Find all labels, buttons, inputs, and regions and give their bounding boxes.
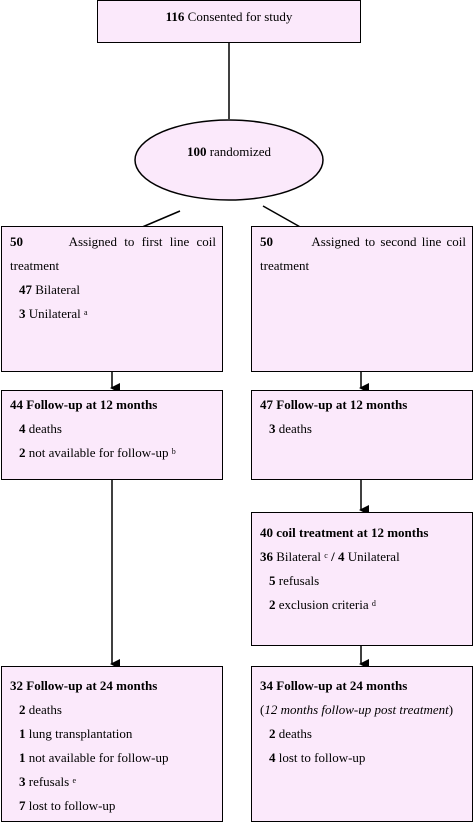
second-line-fu12-deaths-label: deaths (278, 421, 312, 436)
first-line-unilateral-count: 3 (19, 306, 26, 321)
coil-refusals-count: 5 (269, 573, 276, 588)
coil-exclusion-count: 2 (269, 597, 276, 612)
footnote-a: a (83, 308, 88, 317)
coil-bilateral-count: 36 (260, 549, 273, 564)
randomized-count: 100 (186, 144, 207, 159)
first-line-fu12-deaths-count: 4 (19, 421, 26, 436)
second-line-fu12-title: 47 Follow-up at 12 months (260, 397, 408, 412)
first-line-fu24-refusals-count: 3 (19, 774, 26, 789)
coil-unilateral-label: Unilateral (347, 549, 400, 564)
first-line-fu12-na-count: 2 (19, 445, 26, 460)
first-line-fu24-lost-label: lost to follow-up (28, 798, 116, 813)
coil-treatment-12-title: 40 coil treatment at 12 months (260, 525, 429, 540)
first-line-fu24-lung-label: lung transplantation (28, 726, 133, 741)
first-line-unilateral-label: Unilateral (28, 306, 81, 321)
coil-treatment-12-box: 40 coil treatment at 12 months 36 Bilate… (251, 512, 473, 646)
second-line-assigned-box: 50 Assigned to second line coil treatmen… (251, 226, 473, 372)
first-line-fu24-deaths-label: deaths (28, 702, 62, 717)
first-line-assigned-text: Assigned to first line coil (68, 234, 216, 249)
first-line-fu12-na-label: not available for follow-up (28, 445, 169, 460)
second-line-fu12-deaths-count: 3 (269, 421, 276, 436)
first-line-bilateral-label: Bilateral (35, 282, 81, 297)
first-line-fu24-lung-count: 1 (19, 726, 26, 741)
first-line-count: 50 (10, 234, 23, 249)
footnote-b: b (171, 447, 176, 456)
footnote-c: c (324, 551, 328, 560)
first-line-fu24-refusals-label: refusals (28, 774, 70, 789)
footnote-e: e (72, 776, 76, 785)
consented-count: 116 (165, 9, 185, 24)
second-line-fu24-box: 34 Follow-up at 24 months (12 months fol… (251, 666, 473, 822)
randomized-label: randomized (209, 144, 272, 159)
second-line-fu24-lost-count: 4 (269, 750, 276, 765)
paren-open: ( (260, 702, 265, 717)
second-line-fu24-deaths-label: deaths (278, 726, 312, 741)
first-line-assigned-box: 50 Assigned to first line coil treatment… (1, 226, 223, 372)
first-line-treatment-text: treatment (10, 258, 60, 273)
second-line-fu24-deaths-count: 2 (269, 726, 276, 741)
first-line-fu24-box: 32 Follow-up at 24 months 2 deaths 1 lun… (1, 666, 223, 822)
coil-bilateral-label: Bilateral (276, 549, 322, 564)
second-line-fu24-title: 34 Follow-up at 24 months (260, 678, 408, 693)
first-line-fu12-deaths-label: deaths (28, 421, 62, 436)
first-line-bilateral-count: 47 (19, 282, 32, 297)
first-line-fu12-box: 44 Follow-up at 12 months 4 deaths 2 not… (1, 390, 223, 480)
line-random-to-left (139, 210, 181, 229)
first-line-fu24-na-count: 1 (19, 750, 26, 765)
second-line-fu24-lost-label: lost to follow-up (278, 750, 366, 765)
second-line-count: 50 (260, 234, 273, 249)
first-line-fu24-na-label: not available for follow-up (28, 750, 169, 765)
randomized-ellipse (134, 119, 324, 201)
second-line-treatment-text: treatment (260, 258, 310, 273)
line-random-to-right (262, 205, 303, 229)
footnote-d: d (371, 599, 376, 608)
randomized-label-group: 100 randomized (134, 142, 324, 162)
coil-unilateral-count: / 4 (331, 549, 345, 564)
first-line-fu12-title: 44 Follow-up at 12 months (10, 397, 158, 412)
first-line-fu24-deaths-count: 2 (19, 702, 26, 717)
coil-exclusion-label: exclusion criteria (278, 597, 369, 612)
paren-close: ) (448, 702, 454, 717)
consented-label: Consented for study (187, 9, 293, 24)
second-line-fu12-box: 47 Follow-up at 12 months 3 deaths (251, 390, 473, 480)
coil-refusals-label: refusals (278, 573, 320, 588)
first-line-fu24-title: 32 Follow-up at 24 months (10, 678, 158, 693)
consented-box: 116 Consented for study (97, 0, 361, 43)
second-line-assigned-text: Assigned to second line coil (311, 234, 466, 249)
first-line-fu24-lost-count: 7 (19, 798, 26, 813)
second-line-fu24-note: 12 months follow-up post treatment (264, 702, 449, 717)
